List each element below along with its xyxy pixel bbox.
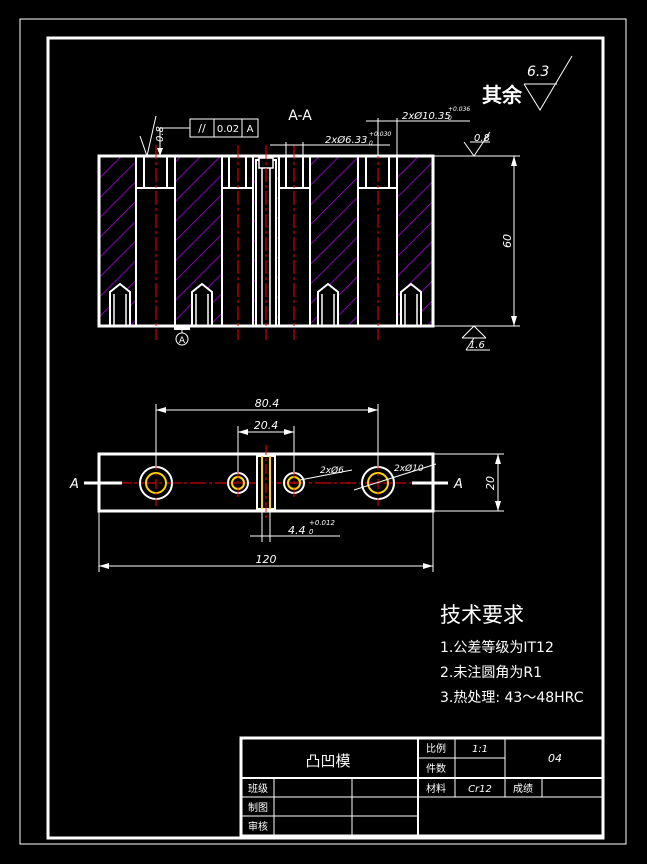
dim-height: 60 bbox=[433, 155, 520, 327]
drawing-no: 04 bbox=[548, 752, 562, 765]
tech-item-3: 3.热处理: 43～48HRC bbox=[440, 690, 584, 706]
class-label: 班级 bbox=[248, 783, 268, 795]
scale-value: 1:1 bbox=[472, 744, 488, 755]
svg-text:0: 0 bbox=[369, 140, 373, 147]
svg-text:2xØ10: 2xØ10 bbox=[394, 463, 424, 474]
svg-text:4.4: 4.4 bbox=[288, 524, 306, 537]
tech-title: 技术要求 bbox=[440, 603, 524, 627]
tech-item-2: 2.未注圆角为R1 bbox=[440, 665, 542, 681]
drawn-label: 制图 bbox=[248, 801, 268, 814]
svg-text:+0.036: +0.036 bbox=[448, 106, 470, 113]
svg-text:1.6: 1.6 bbox=[469, 340, 485, 351]
svg-text:2xØ6: 2xØ6 bbox=[320, 465, 344, 476]
grade-label: 成绩 bbox=[513, 782, 533, 795]
svg-text:20: 20 bbox=[484, 476, 497, 490]
dim-small-hole-text: 2xØ6.33 bbox=[325, 134, 367, 146]
svg-text:+0.012: +0.012 bbox=[309, 519, 335, 527]
dim-large-hole: 2xØ10.35 +0.036 0 bbox=[366, 106, 470, 156]
scale-label: 比例 bbox=[426, 742, 446, 755]
section-view bbox=[97, 145, 435, 340]
dim-span-inner: 20.4 bbox=[237, 419, 295, 472]
svg-text:A: A bbox=[247, 124, 254, 135]
rest-value: 6.3 bbox=[527, 64, 549, 80]
roughness-rest: 其余 6.3 bbox=[482, 55, 573, 111]
cut-mark-right: A bbox=[453, 477, 463, 492]
count-label: 件数 bbox=[426, 762, 446, 775]
dim-large-hole-plan: 2xØ10 bbox=[353, 463, 437, 491]
dim-width: 20 bbox=[433, 453, 504, 512]
material-label: 材料 bbox=[426, 782, 446, 795]
roughness-top-right: 0.8 bbox=[463, 131, 491, 157]
dim-small-hole: 2xØ6.33 +0.030 0 bbox=[270, 131, 391, 156]
rest-label: 其余 bbox=[482, 83, 523, 107]
svg-text:80.4: 80.4 bbox=[255, 397, 280, 410]
svg-text:0.8: 0.8 bbox=[474, 133, 490, 144]
material-value: Cr12 bbox=[468, 784, 492, 795]
svg-text:0.02: 0.02 bbox=[217, 124, 239, 135]
cut-mark-left: A bbox=[69, 477, 79, 492]
dim-small-hole-plan: 2xØ6 bbox=[299, 465, 353, 481]
svg-text:20.4: 20.4 bbox=[254, 419, 279, 432]
plan-view: A A bbox=[69, 445, 463, 520]
svg-text:60: 60 bbox=[501, 234, 514, 248]
tech-requirements: 技术要求 1.公差等级为IT12 2.未注圆角为R1 3.热处理: 43～48H… bbox=[440, 603, 584, 706]
dim-large-hole-text: 2xØ10.35 bbox=[402, 110, 451, 122]
svg-text:120: 120 bbox=[256, 553, 277, 566]
title-block bbox=[239, 736, 605, 838]
tech-item-1: 1.公差等级为IT12 bbox=[440, 639, 554, 656]
svg-text://: // bbox=[198, 122, 206, 135]
check-label: 审核 bbox=[248, 820, 268, 833]
svg-text:0: 0 bbox=[309, 528, 314, 536]
svg-text:0: 0 bbox=[448, 115, 452, 122]
dim-span-outer: 80.4 bbox=[155, 397, 379, 466]
roughness-top-left: 0.8 bbox=[139, 115, 166, 158]
datum-marker: A bbox=[175, 330, 189, 346]
svg-text:+0.030: +0.030 bbox=[369, 131, 391, 138]
part-name: 凸凹模 bbox=[305, 752, 350, 770]
tolerance-frame: // 0.02 A bbox=[157, 118, 259, 156]
inner-border bbox=[46, 36, 605, 840]
dim-length: 120 bbox=[98, 511, 434, 572]
dim-slot: 4.4 +0.012 0 bbox=[250, 509, 340, 542]
svg-text:0.8: 0.8 bbox=[155, 126, 166, 142]
svg-text:A: A bbox=[179, 336, 186, 346]
roughness-bottom-right: 1.6 bbox=[461, 325, 490, 351]
section-label: A-A bbox=[288, 108, 312, 124]
outer-border bbox=[19, 18, 627, 845]
